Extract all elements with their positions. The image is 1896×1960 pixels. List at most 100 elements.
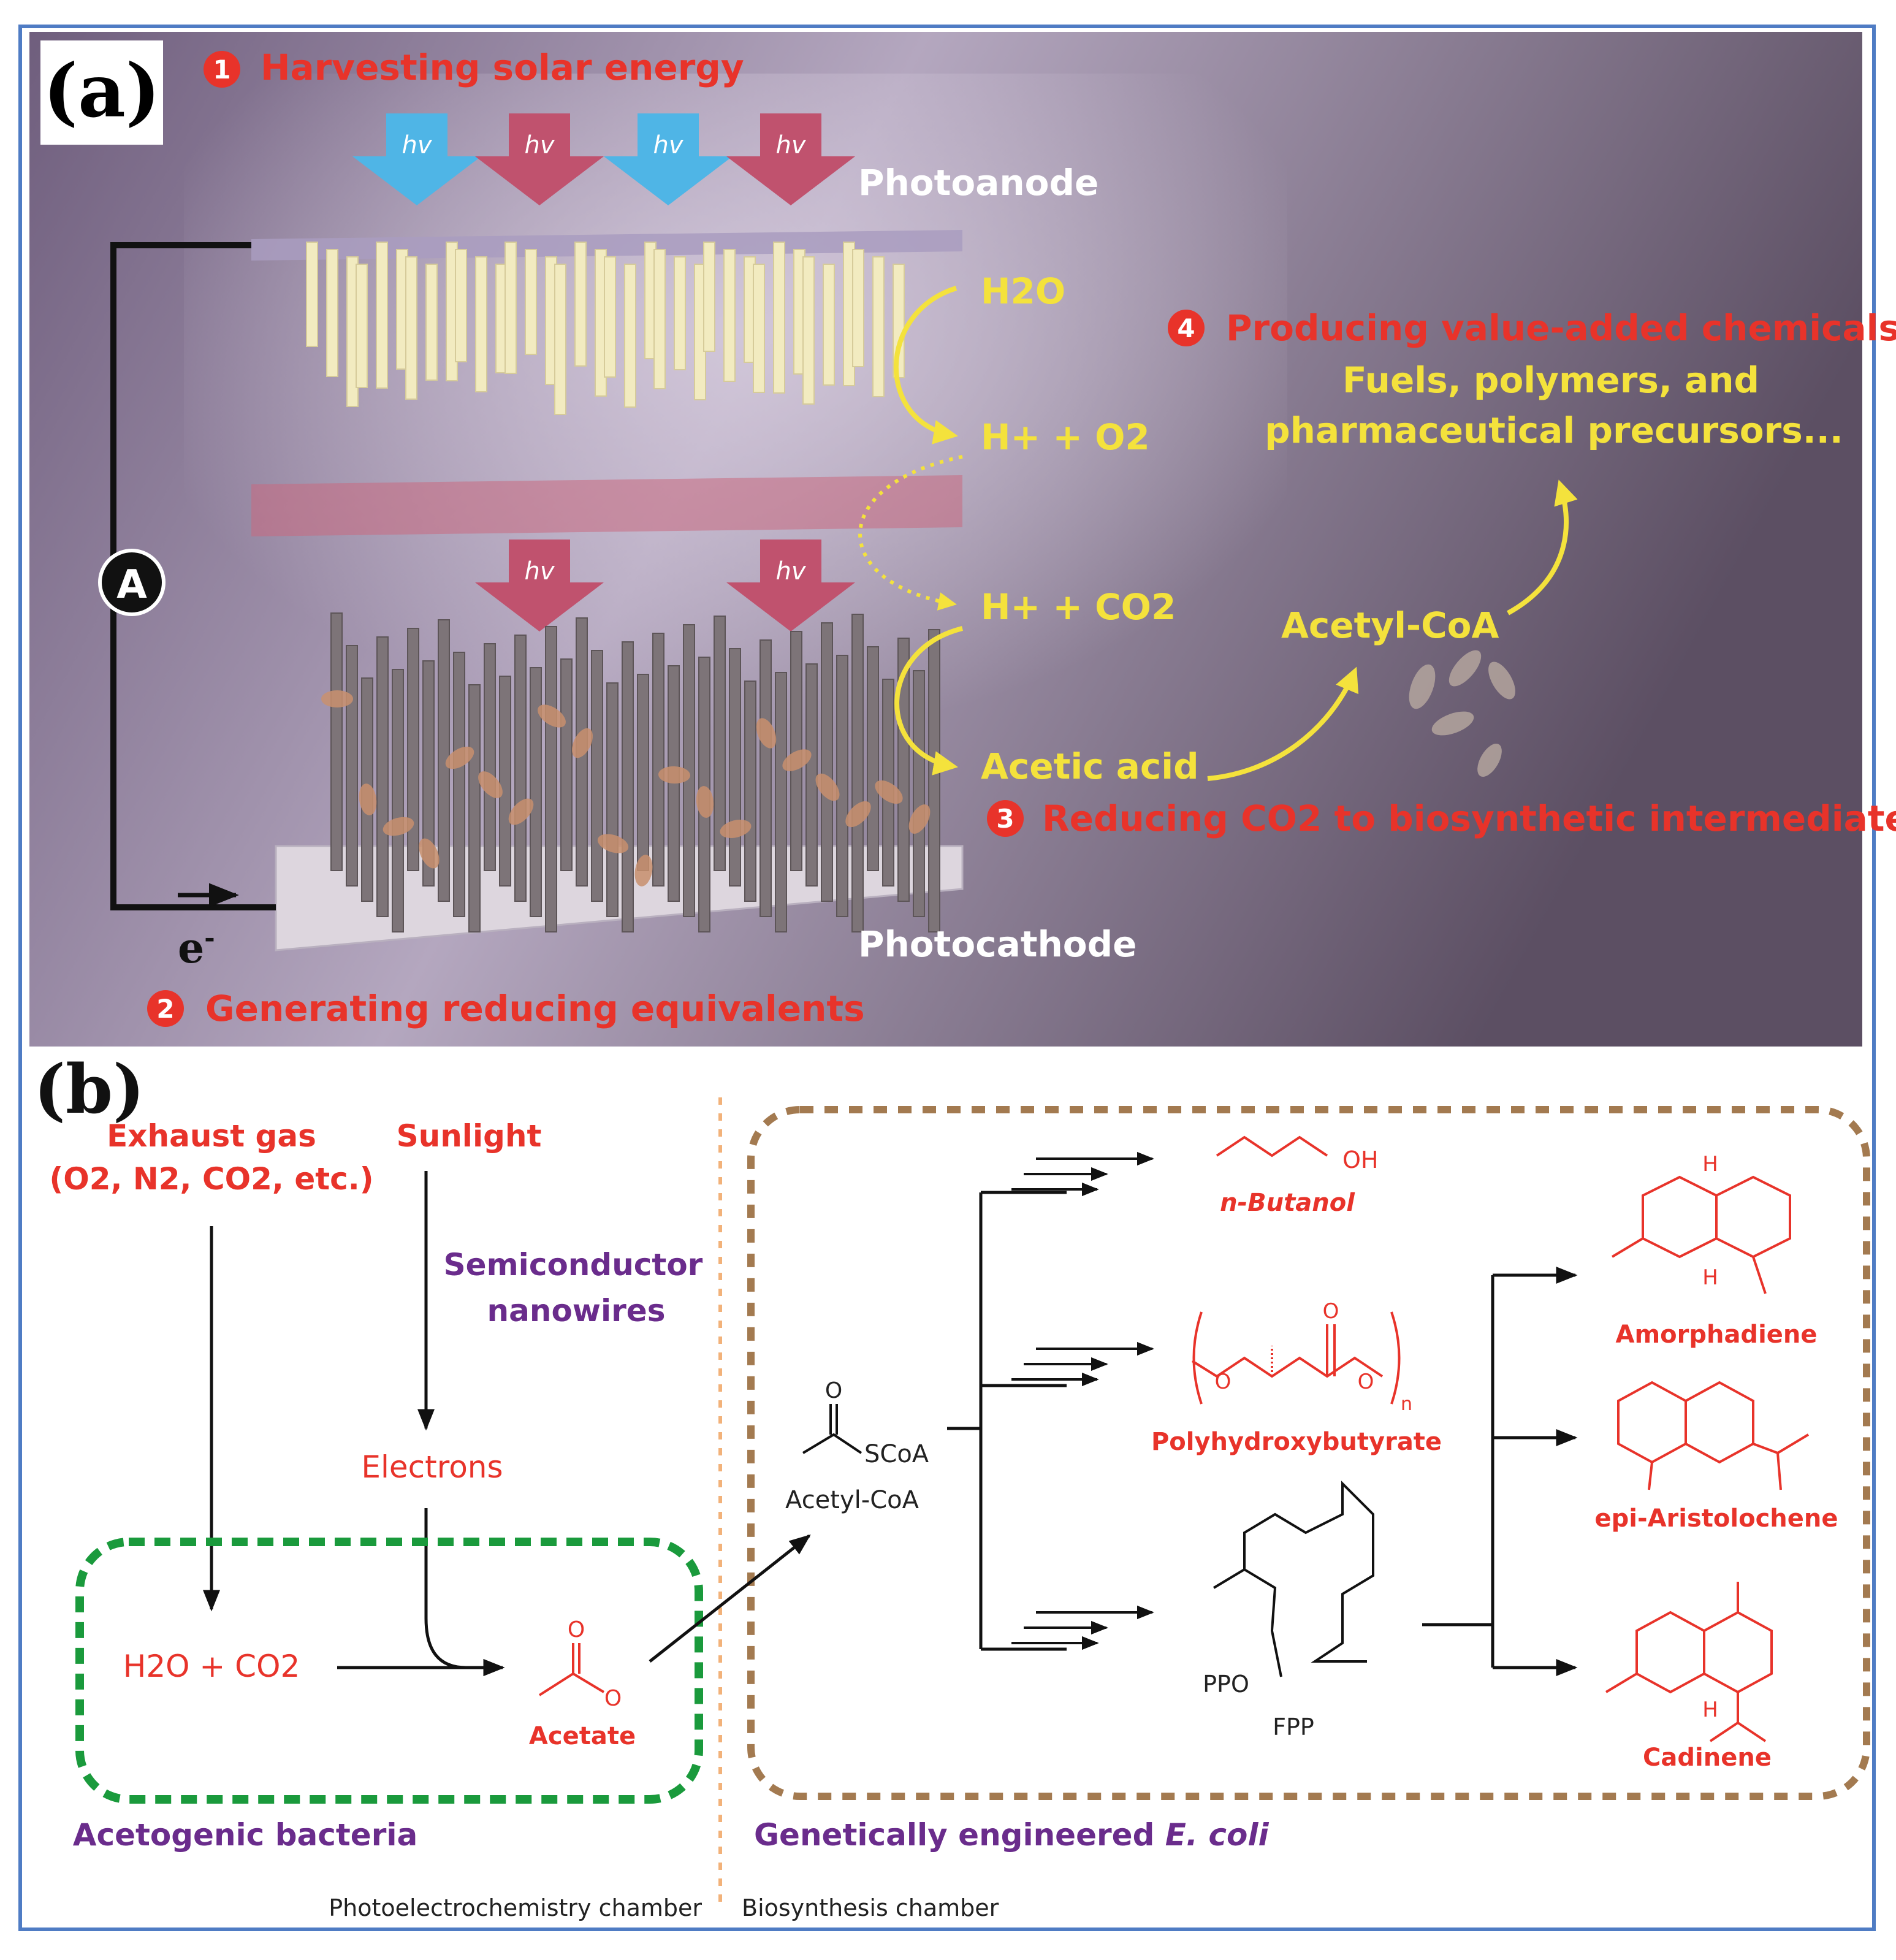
- electron-label: e-: [178, 923, 215, 973]
- bacteria-cluster: [1409, 650, 1515, 777]
- nanowire: [823, 264, 835, 386]
- semiconductor-label: Semiconductor: [444, 1247, 703, 1283]
- nanowire: [392, 669, 404, 932]
- nanowire: [836, 655, 848, 917]
- membrane: [251, 475, 962, 536]
- nanowire: [760, 639, 772, 917]
- amorphadiene-h-label: H: [1702, 1265, 1718, 1290]
- nanowire: [504, 242, 517, 374]
- cadinene-structure: [1605, 1582, 1773, 1742]
- nanowire: [851, 614, 864, 932]
- amorphadiene-label: Amorphadiene: [1615, 1321, 1817, 1349]
- bacterium: [597, 834, 629, 853]
- bacterium: [756, 718, 777, 749]
- bacteria-on-nanowires: [321, 690, 931, 887]
- bacterium: [572, 728, 593, 758]
- nanowire: [545, 626, 557, 932]
- acetate-oxygen-label: O: [604, 1686, 622, 1711]
- nanowire: [773, 242, 785, 394]
- nanowire: [668, 665, 680, 902]
- light-arrow-bottom: [475, 540, 604, 631]
- light-arrow-bottom: [726, 540, 855, 631]
- hv-label: hv: [402, 131, 432, 159]
- aristolochene-structure: [1617, 1381, 1810, 1490]
- chamber-right-label: Biosynthesis chamber: [742, 1894, 999, 1921]
- aristolochene-label: epi-Aristolochene: [1595, 1504, 1838, 1533]
- products-line2: pharmaceutical precursors...: [1265, 410, 1843, 451]
- hv-label: hv: [775, 131, 806, 159]
- bacterium: [321, 690, 353, 707]
- fpp-structure: [1243, 1481, 1374, 1677]
- acetyl-coa-label: Acetyl-CoA: [1281, 604, 1499, 646]
- panel-a-label: (a): [43, 48, 160, 134]
- nanowire: [574, 242, 587, 367]
- photoanode-label: Photoanode: [858, 162, 1098, 204]
- acetyl-coa-oxygen-label: O: [825, 1378, 842, 1403]
- amorphadiene-structure: [1611, 1175, 1791, 1294]
- genetic-engineering-label: Genetically engineered E. coli: [754, 1817, 1269, 1853]
- nanowire: [637, 674, 649, 871]
- nanowire: [714, 616, 726, 871]
- bacterium: [875, 780, 903, 804]
- nanowire: [723, 249, 736, 382]
- nanowire: [455, 249, 467, 362]
- phb-ester-oxygen: O: [1215, 1370, 1232, 1394]
- light-arrows-top: hv hv hv hv: [352, 113, 855, 205]
- nanowire: [554, 264, 566, 415]
- nanowire: [775, 672, 787, 932]
- step1-number: 1: [213, 55, 230, 85]
- hv-label: hv: [653, 131, 683, 159]
- nanowire: [744, 681, 756, 902]
- step2-number: 2: [156, 994, 174, 1024]
- nanowire: [805, 663, 818, 887]
- proton-co2-label: H+ + CO2: [981, 586, 1176, 628]
- bacterium: [634, 855, 653, 887]
- electrons-label: Electrons: [361, 1449, 503, 1485]
- phb-repeat-n: n: [1401, 1394, 1412, 1415]
- nanowire: [852, 249, 864, 367]
- fpp-ppo-label: PPO: [1203, 1671, 1249, 1698]
- to-acetyl-coa-arrow: [1207, 666, 1358, 781]
- acetate-oxygen-label: O: [568, 1617, 585, 1642]
- multistep-arrows: [1011, 1151, 1154, 1650]
- exhaust-gas-title: Exhaust gas: [107, 1118, 316, 1154]
- cadinene-label: Cadinene: [1643, 1744, 1772, 1772]
- nanowire: [422, 660, 435, 887]
- photoanode-nanowires: [306, 242, 905, 415]
- nanowire: [306, 242, 318, 347]
- bacterium: [696, 786, 714, 818]
- nanowire: [674, 256, 686, 370]
- bacterium: [908, 804, 931, 834]
- ammeter-label: A: [116, 562, 147, 608]
- nanowire: [376, 636, 389, 917]
- cadinene-h-label: H: [1702, 1698, 1718, 1722]
- butanol-structure: [1216, 1135, 1328, 1157]
- scoa-label: SCoA: [864, 1440, 929, 1468]
- h2o-co2-label: H2O + CO2: [123, 1649, 300, 1684]
- bacterium: [720, 820, 752, 838]
- nanowire: [867, 646, 879, 871]
- photocathode-nanowires: [330, 612, 940, 932]
- acetic-acid-label: Acetic acid: [981, 745, 1199, 787]
- bacterium: [383, 817, 414, 836]
- bacterium: [419, 838, 440, 869]
- nanowire: [475, 256, 487, 392]
- nanowire: [897, 638, 910, 902]
- nanowire: [514, 635, 527, 902]
- nanowire: [468, 684, 481, 932]
- nanowire: [753, 264, 765, 393]
- phb-ester-oxygen: O: [1358, 1370, 1374, 1394]
- phb-label: Polyhydroxybutyrate: [1151, 1428, 1442, 1456]
- panel-b: (b) Exhaust gas (O2, N2, CO2, etc.) Sunl…: [34, 1050, 1870, 1921]
- nanowire: [872, 256, 885, 397]
- chamber-left-label: Photoelectrochemistry chamber: [329, 1894, 702, 1921]
- nanowire: [591, 650, 603, 902]
- step4-title: Producing value-added chemicals: [1226, 307, 1896, 349]
- nanowire: [530, 667, 542, 917]
- nanowire: [802, 256, 815, 405]
- terpene-arrows: [1493, 1267, 1578, 1676]
- nanowire: [453, 652, 465, 917]
- acetyl-coa-structure: [802, 1404, 862, 1454]
- nanowire: [484, 643, 496, 871]
